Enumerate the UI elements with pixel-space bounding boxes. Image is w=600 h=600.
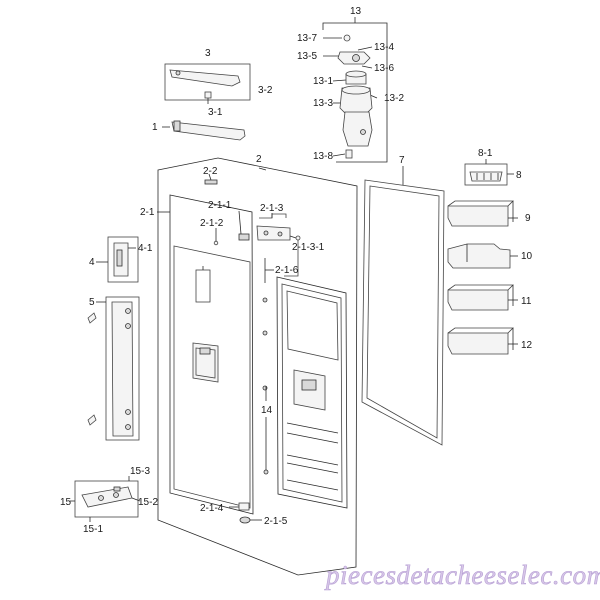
label-3-2: 3-2 — [258, 85, 273, 96]
label-15-1: 15-1 — [83, 524, 103, 535]
part-1-top-hinge — [162, 120, 246, 141]
label-2-1-4: 2-1-4 — [200, 503, 224, 514]
label-9: 9 — [525, 213, 531, 224]
label-13-6: 13-6 — [374, 63, 394, 74]
label-12: 12 — [521, 340, 533, 351]
label-4: 4 — [89, 257, 95, 268]
label-8-1: 8-1 — [478, 148, 493, 159]
part-2-1-door-outer-panel — [157, 194, 254, 515]
label-4-1: 4-1 — [138, 243, 153, 254]
label-13-1: 13-1 — [313, 76, 333, 87]
label-10: 10 — [521, 251, 533, 262]
label-13: 13 — [350, 6, 362, 17]
label-2-1: 2-1 — [140, 207, 155, 218]
part-13-dispenser-assembly — [322, 17, 388, 163]
label-13-4: 13-4 — [374, 42, 394, 53]
label-2-1-1: 2-1-1 — [208, 200, 232, 211]
label-2-1-2: 2-1-2 — [200, 218, 224, 229]
part-5-door-handle — [87, 296, 140, 441]
label-13-8: 13-8 — [313, 151, 333, 162]
part-8-shelf-cover — [464, 159, 514, 186]
label-2-1-6: 2-1-6 — [275, 265, 299, 276]
label-13-5: 13-5 — [297, 51, 317, 62]
label-3: 3 — [205, 48, 211, 59]
part-2-1-6-and-14 — [262, 258, 274, 475]
part-4-hinge-block — [96, 236, 139, 283]
watermark-text: piecesdetacheeselec.com — [324, 560, 600, 590]
part-10-door-bin — [447, 243, 518, 269]
part-2-door-assembly — [157, 157, 358, 576]
label-2: 2 — [256, 154, 262, 165]
part-7-door-gasket — [361, 166, 445, 446]
label-15: 15 — [60, 497, 72, 508]
label-2-1-5: 2-1-5 — [264, 516, 288, 527]
label-13-2: 13-2 — [384, 93, 404, 104]
label-2-1-3-1: 2-1-3-1 — [292, 242, 325, 253]
label-15-2: 15-2 — [138, 497, 158, 508]
part-2-1-4-and-2-1-5 — [229, 502, 262, 524]
label-8: 8 — [516, 170, 522, 181]
label-5: 5 — [89, 297, 95, 308]
label-14: 14 — [261, 405, 273, 416]
label-7: 7 — [399, 155, 405, 166]
part-9-door-bin — [447, 200, 518, 227]
part-11-door-bin — [447, 284, 518, 311]
label-13-7: 13-7 — [297, 33, 317, 44]
part-15-bottom-hinge — [70, 476, 141, 522]
label-3-1: 3-1 — [208, 107, 223, 118]
part-12-door-bin — [447, 327, 518, 355]
label-2-1-3: 2-1-3 — [260, 203, 284, 214]
label-1: 1 — [152, 122, 158, 133]
label-2-2: 2-2 — [203, 166, 218, 177]
part-3-hinge-cover — [164, 63, 251, 104]
label-13-3: 13-3 — [313, 98, 333, 109]
part-2-1-3-bracket — [256, 213, 301, 277]
door-inner-liner — [276, 276, 348, 509]
label-15-3: 15-3 — [130, 466, 150, 477]
label-11: 11 — [521, 296, 532, 307]
